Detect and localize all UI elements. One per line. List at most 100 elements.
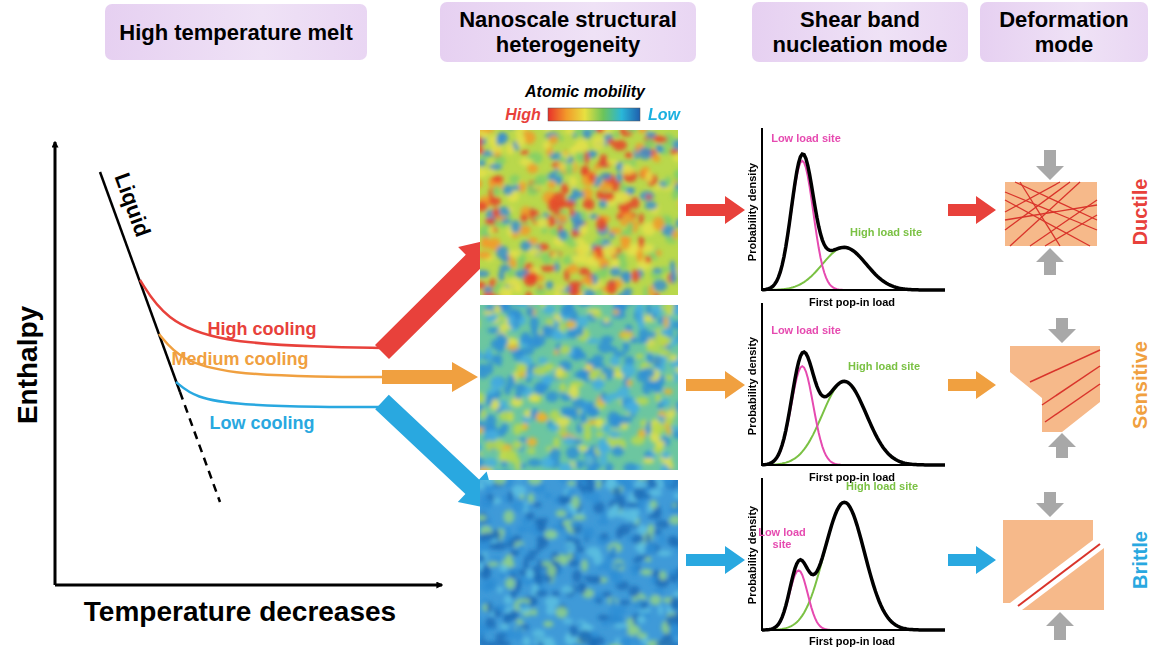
mobility-blob xyxy=(480,168,488,178)
mobility-blob xyxy=(610,597,616,607)
total-curve xyxy=(762,154,945,290)
mobility-blob xyxy=(660,329,672,336)
mobility-blob xyxy=(664,419,674,425)
mobility-blob xyxy=(640,191,655,201)
medium-cooling-arrow xyxy=(382,362,478,392)
mobility-blob xyxy=(610,546,617,556)
mobility-blob xyxy=(565,542,574,547)
header-text: High temperature melt xyxy=(119,20,353,45)
mobility-blob xyxy=(637,312,644,326)
mobility-blob xyxy=(621,236,631,244)
mobility-blob xyxy=(552,329,563,341)
mobility-blob xyxy=(561,395,572,402)
mobility-blob xyxy=(602,592,612,598)
mobility-blob xyxy=(513,441,522,450)
mobility-blob xyxy=(626,502,640,507)
mobility-blob xyxy=(492,440,505,451)
mobility-blob xyxy=(488,196,501,206)
mobility-blob xyxy=(516,134,525,148)
mobility-blob xyxy=(646,171,653,183)
mobility-blob xyxy=(656,250,662,256)
axis-title: Probability density xyxy=(746,506,758,604)
mobility-blob xyxy=(597,614,608,620)
mobility-blob xyxy=(480,451,483,456)
chart-axes xyxy=(762,478,945,630)
mobility-blob xyxy=(664,176,671,187)
mobility-blob xyxy=(609,228,622,234)
mobility-blob xyxy=(653,217,665,231)
mobility-blob xyxy=(487,601,493,613)
mobility-blob xyxy=(617,213,624,220)
mobility-blob xyxy=(485,617,495,627)
mobility-blob xyxy=(501,256,509,262)
mobility-blob xyxy=(639,213,644,225)
mobility-blob xyxy=(556,417,570,426)
mode-label: Ductile xyxy=(1129,179,1151,246)
mobility-blob xyxy=(639,499,644,512)
mobility-blob xyxy=(652,280,667,292)
mobility-blob xyxy=(670,361,678,368)
mobility-blob xyxy=(646,132,656,138)
mobility-blob xyxy=(554,262,560,272)
mobility-blob xyxy=(583,289,596,295)
mobility-blob xyxy=(676,266,678,276)
mobility-blob xyxy=(540,305,545,309)
mobility-blob xyxy=(538,274,544,282)
mobility-blob xyxy=(670,596,678,610)
mobility-blob xyxy=(545,596,559,607)
mobility-blob xyxy=(559,480,568,483)
mobility-blob xyxy=(625,130,639,133)
mobility-blob xyxy=(517,525,529,533)
mobility-blob xyxy=(480,293,482,295)
chart-axes xyxy=(762,303,945,465)
mobility-blob xyxy=(631,436,645,445)
mobility-blob xyxy=(502,218,511,224)
mobility-blob xyxy=(624,509,639,521)
mobility-blob xyxy=(572,398,586,409)
mobility-blob xyxy=(487,562,499,567)
mobility-blob xyxy=(610,572,615,580)
mobility-blob xyxy=(482,130,495,133)
mobility-blob xyxy=(592,136,605,150)
mobility-blob xyxy=(566,321,576,329)
axis-title: First pop-in load xyxy=(809,635,895,647)
mobility-blob xyxy=(555,176,562,185)
high-load-curve xyxy=(762,247,945,290)
mobility-blob xyxy=(581,166,590,176)
mobility-blob xyxy=(515,391,522,399)
mobility-blob xyxy=(525,377,532,383)
mobility-blob xyxy=(494,638,505,645)
mobility-blob xyxy=(504,527,510,537)
mobility-blob xyxy=(613,305,625,315)
mobility-blob xyxy=(647,352,654,364)
mobility-blob xyxy=(555,367,563,377)
mobility-blob xyxy=(600,452,607,466)
mobility-blob xyxy=(677,305,678,307)
mobility-blob xyxy=(676,576,678,590)
mobility-blob xyxy=(510,590,517,598)
mobility-blob xyxy=(607,159,619,164)
mobility-blob xyxy=(598,438,607,452)
mobility-blob xyxy=(652,382,663,393)
header-text: Deformation mode xyxy=(988,7,1140,57)
mobility-blob xyxy=(576,546,585,553)
load-arrow xyxy=(1036,248,1064,275)
mobility-blob xyxy=(501,423,508,433)
mobility-blob xyxy=(486,440,494,451)
mobility-blob xyxy=(609,568,622,579)
mobility-blob xyxy=(663,480,675,487)
x-axis xyxy=(55,584,442,587)
mobility-blob xyxy=(483,286,492,293)
shear-band xyxy=(1018,544,1100,606)
mobility-blob xyxy=(656,641,670,645)
mobility-blob xyxy=(505,554,513,566)
mobility-blob xyxy=(660,464,668,470)
mobility-blob xyxy=(617,605,627,615)
shear-band xyxy=(1045,384,1100,422)
mobility-blob xyxy=(500,305,508,311)
mobility-blob xyxy=(499,134,506,139)
mobility-blob xyxy=(596,288,604,295)
mobility-blob xyxy=(599,256,606,269)
mobility-blob xyxy=(564,436,575,445)
peak-label: Low load site xyxy=(771,324,841,336)
